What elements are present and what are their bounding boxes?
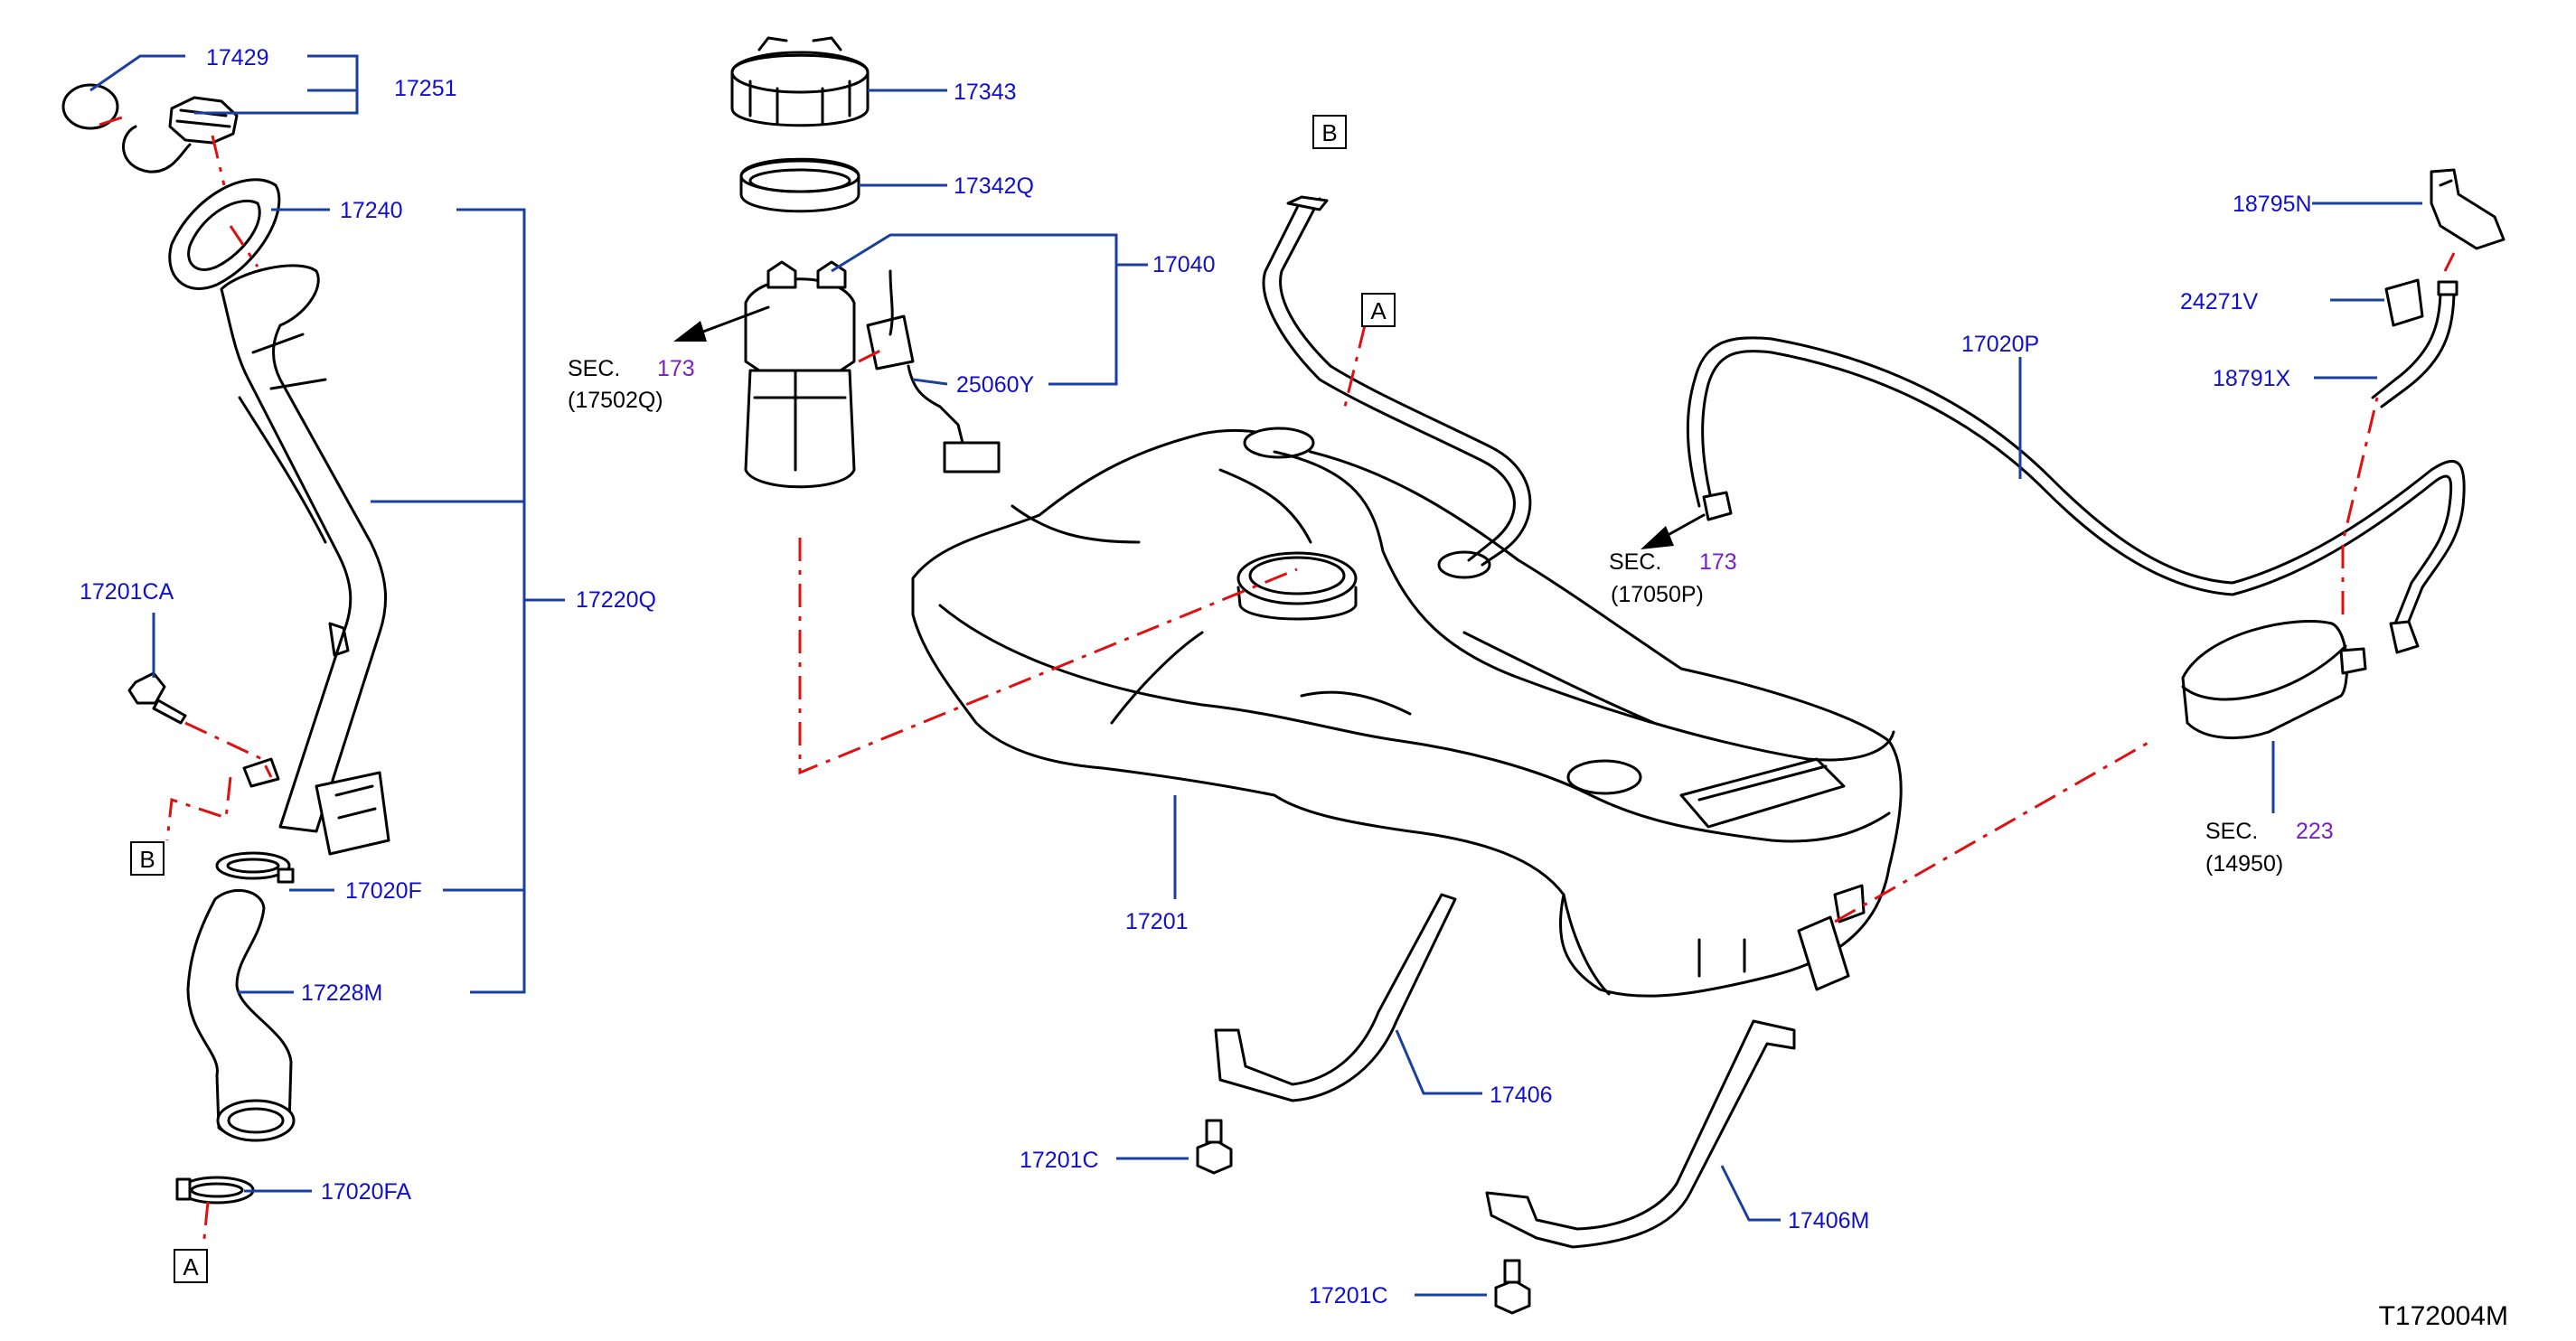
section-ref-223-canister: SEC. 223 (14950) xyxy=(2205,819,2334,877)
label-17429: 17429 xyxy=(206,45,269,70)
label-17220Q: 17220Q xyxy=(576,587,656,613)
sec-173-tube-arrow xyxy=(1661,513,1706,539)
fuel-cap-tether-part xyxy=(61,83,192,173)
svg-text:B: B xyxy=(1321,119,1337,146)
lock-ring-part xyxy=(730,36,870,127)
label-17020F: 17020F xyxy=(345,878,422,904)
bolt-17201C-upper-part xyxy=(1196,1119,1233,1175)
svg-text:SEC.: SEC. xyxy=(2205,819,2258,844)
fuel-level-sender-part xyxy=(907,364,1001,474)
svg-text:B: B xyxy=(139,846,155,873)
label-17228M: 17228M xyxy=(301,980,382,1006)
fuel-tank-part xyxy=(911,427,1903,998)
vent-tube-part xyxy=(1262,195,1895,762)
label-17251: 17251 xyxy=(394,76,457,101)
connector-box-a-top: A xyxy=(1361,293,1396,327)
sec-173-tube-arrowhead xyxy=(1641,526,1674,549)
evap-canister-part xyxy=(2181,620,2367,740)
label-17201: 17201 xyxy=(1125,909,1189,934)
label-17406: 17406 xyxy=(1490,1083,1553,1108)
hose-18791X-part xyxy=(2371,280,2458,408)
label-17201C-lower: 17201C xyxy=(1309,1283,1388,1308)
section-ref-173-pump: SEC. 173 (17502Q) xyxy=(568,356,695,413)
leader-lines xyxy=(89,54,2422,1297)
label-17020P: 17020P xyxy=(1961,332,2039,357)
hose-clamp-lower-part xyxy=(175,1176,255,1205)
connector-box-b-left: B xyxy=(130,841,165,876)
svg-text:(17050P): (17050P) xyxy=(1611,582,1704,607)
diagram-reference-code: T172004M xyxy=(2379,1301,2508,1331)
filter-24271V-part xyxy=(2384,278,2424,327)
filler-seal-ring-part xyxy=(168,178,281,290)
svg-text:173: 173 xyxy=(657,356,695,381)
connector-box-b-top: B xyxy=(1312,115,1347,149)
filler-neck-tube-part xyxy=(220,264,390,856)
fuel-pump-module-part xyxy=(744,260,915,489)
label-17343: 17343 xyxy=(954,80,1017,105)
svg-text:SEC.: SEC. xyxy=(568,356,620,381)
evap-tube-17020P-part xyxy=(1686,336,2466,654)
svg-text:(14950): (14950) xyxy=(2205,851,2283,877)
label-24271V: 24271V xyxy=(2180,289,2259,314)
tank-strap-17406M-part xyxy=(1485,1019,1796,1249)
label-17406M: 17406M xyxy=(1788,1208,1869,1233)
label-17240: 17240 xyxy=(340,198,403,223)
bolt-17201C-lower-part xyxy=(1494,1259,1531,1315)
label-18795N: 18795N xyxy=(2233,192,2312,217)
filler-hose-part xyxy=(186,889,296,1142)
bolt-17201CA-part xyxy=(127,671,187,725)
connector-box-a-bottom: A xyxy=(174,1249,208,1283)
svg-text:A: A xyxy=(1370,297,1387,324)
label-25060Y: 25060Y xyxy=(956,372,1035,398)
label-17201CA: 17201CA xyxy=(80,579,174,605)
sec-173-pump-arrowhead xyxy=(673,321,707,342)
alignment-centerlines xyxy=(99,116,2456,1248)
label-17342Q: 17342Q xyxy=(954,173,1034,199)
sec-173-pump-arrow xyxy=(694,305,770,336)
svg-text:A: A xyxy=(183,1253,199,1280)
label-17040: 17040 xyxy=(1152,252,1216,277)
tank-strap-17406-part xyxy=(1214,893,1457,1102)
svg-text:173: 173 xyxy=(1699,549,1737,575)
svg-text:SEC.: SEC. xyxy=(1609,549,1661,575)
svg-text:223: 223 xyxy=(2296,819,2334,844)
section-ref-173-tube: SEC. 173 (17050P) xyxy=(1609,549,1737,607)
connector-18795N-part xyxy=(2430,168,2505,250)
fuel-cap-part xyxy=(168,96,239,145)
label-17020FA: 17020FA xyxy=(321,1179,411,1205)
label-18791X: 18791X xyxy=(2213,366,2291,391)
label-17201C-upper: 17201C xyxy=(1020,1148,1099,1173)
pump-gasket-part xyxy=(739,157,860,213)
hose-clamp-upper-part xyxy=(215,851,295,884)
svg-text:(17502Q): (17502Q) xyxy=(568,388,663,413)
